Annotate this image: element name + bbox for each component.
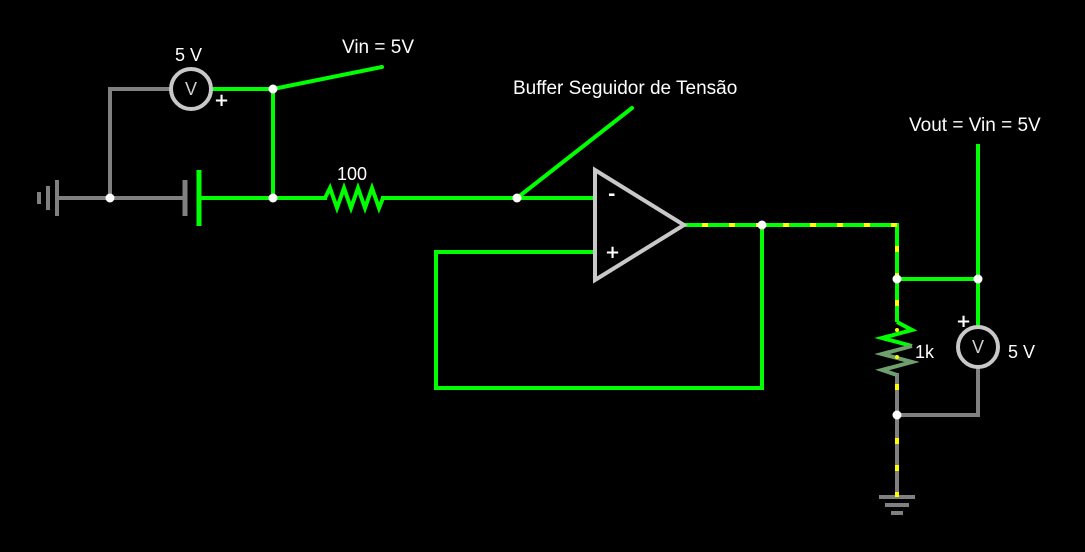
node: [268, 84, 278, 94]
node: [757, 220, 767, 230]
voltmeter-output-reading: 5 V: [1008, 342, 1035, 362]
voltmeter-output[interactable]: V +: [956, 311, 1000, 369]
battery-icon[interactable]: [182, 170, 202, 226]
node: [105, 193, 115, 203]
output-wire: [684, 223, 899, 322]
live-wires: [197, 87, 980, 390]
voltmeter-plus: +: [214, 90, 229, 111]
opamp-plus-label: +: [605, 242, 620, 263]
buffer-annotation: Buffer Seguidor de Tensão: [513, 78, 737, 99]
vin-annotation: Vin = 5V: [342, 37, 414, 58]
resistor-100-label: 100: [337, 164, 367, 184]
resistor-1k-label: 1k: [915, 342, 935, 362]
vout-annotation: Vout = Vin = 5V: [909, 115, 1041, 136]
resistor-1k[interactable]: [874, 320, 920, 377]
resistor-100[interactable]: [323, 181, 385, 215]
node: [892, 410, 902, 420]
nodes: [105, 84, 983, 420]
node: [973, 274, 983, 284]
opamp[interactable]: - +: [593, 166, 688, 284]
voltmeter-input[interactable]: V +: [169, 67, 229, 111]
voltmeter-symbol: V: [972, 337, 984, 357]
node: [268, 193, 278, 203]
node: [512, 193, 522, 203]
opamp-minus-label: -: [608, 184, 615, 205]
annotation-leaders: [271, 65, 634, 200]
ground-icon: [879, 495, 915, 515]
voltmeter-input-reading: 5 V: [175, 45, 202, 65]
node: [892, 274, 902, 284]
ground-icon: [37, 180, 59, 216]
ground-wires: [56, 87, 980, 499]
voltmeter-symbol: V: [185, 79, 197, 99]
voltmeter-plus: +: [956, 311, 971, 332]
